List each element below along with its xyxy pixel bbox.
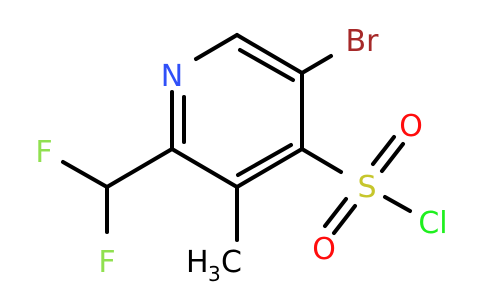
bond-c3-c2	[170, 147, 239, 189]
bond-n-c6	[194, 33, 239, 61]
oxygen-atom-upper: O	[399, 109, 423, 144]
oxygen-atom-lower: O	[312, 232, 336, 267]
bond-s-o1-b	[380, 142, 405, 173]
fluorine-atom-lower: F	[98, 245, 115, 280]
sulfur-atom: S	[357, 170, 376, 205]
fluorine-atom-upper: F	[35, 135, 52, 170]
bond-c4-c3-inner	[236, 143, 293, 177]
nitrogen-atom: N	[161, 59, 183, 94]
bromine-atom: Br	[346, 24, 380, 59]
bond-s-o1-a	[371, 135, 396, 166]
methyl-c: C	[221, 245, 242, 280]
bond-s-o2-a	[332, 204, 357, 235]
bond-s-cl	[383, 195, 412, 213]
bond-c2-cf2	[105, 147, 174, 189]
bond-cf2-f1	[61, 160, 109, 189]
bond-s-o2-b	[323, 197, 348, 228]
chlorine-atom: Cl	[418, 206, 447, 241]
methyl-subscript: 3	[208, 262, 221, 286]
bond-c4-s	[300, 147, 343, 174]
methyl-h: H	[186, 245, 209, 280]
bond-c5-br	[300, 54, 333, 75]
bond-c6-c5-inner	[238, 48, 295, 82]
bond-c6-c5	[235, 33, 304, 75]
bond-c4-c3	[235, 147, 304, 189]
